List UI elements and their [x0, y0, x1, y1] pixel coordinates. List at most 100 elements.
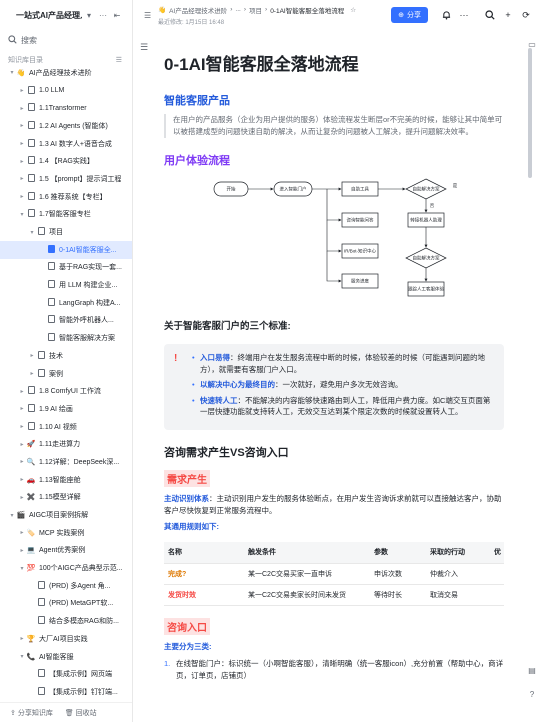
- chevron-right-icon[interactable]: ▸: [20, 530, 24, 537]
- chevron-right-icon[interactable]: ▸: [20, 477, 24, 484]
- chevron-right-icon[interactable]: ▸: [20, 158, 24, 165]
- chevron-right-icon[interactable]: ▸: [20, 194, 24, 201]
- plus-icon[interactable]: +: [505, 10, 511, 20]
- sidebar-item[interactable]: ▸1.1Transformer: [0, 99, 132, 117]
- trash-button[interactable]: 🗑 回收站: [64, 709, 97, 717]
- sidebar-item-label: 技术: [49, 352, 63, 360]
- chevron-right-icon[interactable]: ▸: [20, 388, 24, 395]
- chevron-right-icon[interactable]: ▸: [30, 371, 34, 378]
- help-icon[interactable]: ?: [529, 689, 535, 699]
- sidebar-item[interactable]: ▸🚀1.11走进算力: [0, 435, 132, 453]
- sidebar-item[interactable]: ▸1.5 【prompt】提示词工程: [0, 170, 132, 188]
- sidebar-item[interactable]: 0-1AI智能客服全...: [0, 240, 132, 259]
- chevron-down-icon[interactable]: ▾: [10, 512, 14, 519]
- sidebar-item[interactable]: ▸🏷️MCP 实践案例: [0, 524, 132, 542]
- sidebar-item-label: 1.2 AI Agents (智能体): [39, 122, 108, 130]
- search-bar[interactable]: [0, 30, 132, 50]
- chevron-right-icon[interactable]: ▸: [20, 105, 24, 112]
- crumb-current[interactable]: 0-1AI智能客服全落地流程: [270, 7, 345, 15]
- chevron-down-icon[interactable]: ▾: [86, 10, 91, 20]
- sidebar-item[interactable]: ▸1.3 AI 数字人+语音合成: [0, 135, 132, 153]
- sidebar-item[interactable]: ▸案例: [0, 365, 132, 383]
- flow-label-yes: 是: [453, 183, 458, 189]
- sidebar-item[interactable]: LangGraph 构建A...: [0, 294, 132, 312]
- more-icon[interactable]: ···: [99, 10, 107, 20]
- sidebar-item[interactable]: ▸🔍1.12详解：DeepSeek深...: [0, 453, 132, 471]
- sidebar-item[interactable]: ▸ 技术: [0, 347, 132, 365]
- chevron-right-icon[interactable]: ▸: [20, 141, 24, 148]
- chevron-right-icon[interactable]: ▸: [20, 636, 24, 643]
- chevron-right-icon[interactable]: ▸: [20, 424, 24, 431]
- sidebar-item-label: 智能客服解决方案: [59, 335, 115, 343]
- directory-tree: ▾👋AI产品经理技术进阶▸1.0 LLM▸1.1Transformer▸1.2 …: [0, 64, 132, 702]
- collapse-sidebar-icon[interactable]: ⇤: [113, 10, 121, 20]
- sidebar-item[interactable]: 基于RAG实现一套...: [0, 259, 132, 277]
- search-input[interactable]: [21, 35, 111, 45]
- chevron-right-icon[interactable]: ▸: [20, 88, 24, 95]
- sidebar-item[interactable]: ▸1.8 ComfyUI 工作流: [0, 382, 132, 400]
- sidebar-item-label: 1.9 AI 绘画: [39, 405, 73, 413]
- more-icon[interactable]: ···: [459, 10, 469, 20]
- share-button[interactable]: ⊕ 分享: [391, 7, 428, 23]
- chevron-right-icon[interactable]: ▸: [20, 176, 24, 183]
- flow-label-human: 跟踪人工客服体验: [408, 286, 444, 293]
- entry-subheading: 主要分为三类:: [164, 642, 212, 651]
- sidebar-item[interactable]: ▾📞AI智能客服: [0, 648, 132, 666]
- chevron-down-icon[interactable]: ▾: [20, 565, 24, 572]
- sidebar-item[interactable]: ▸1.6 推荐系统【专栏】: [0, 188, 132, 206]
- search-icon[interactable]: [482, 7, 498, 23]
- chevron-right-icon[interactable]: ▸: [30, 353, 34, 360]
- sidebar-item-label: 100个AIGC产品典型示范...: [39, 565, 123, 573]
- chevron-down-icon[interactable]: ▾: [20, 211, 24, 218]
- outline-icon[interactable]: ☰: [140, 42, 149, 52]
- sidebar-item[interactable]: ▾💯100个AIGC产品典型示范...: [0, 559, 132, 577]
- chevron-right-icon[interactable]: ▸: [20, 123, 24, 130]
- sidebar-item[interactable]: 用 LLM 构建企业...: [0, 276, 132, 294]
- sidebar-item[interactable]: (PRD) MetaGPT软...: [0, 595, 132, 613]
- star-icon[interactable]: ☆: [350, 6, 357, 14]
- sync-icon[interactable]: ⟳: [522, 9, 530, 20]
- sidebar-item[interactable]: 结合多模态RAG和防...: [0, 612, 132, 630]
- sidebar-item[interactable]: 智能外呼机器人...: [0, 312, 132, 330]
- sidebar-item[interactable]: 【集成示例】钉钉端...: [0, 683, 132, 701]
- bell-icon[interactable]: [438, 7, 454, 23]
- share-wiki-button[interactable]: ⇪ 分享知识库: [10, 709, 53, 717]
- sidebar-item[interactable]: ▸1.0 LLM: [0, 82, 132, 100]
- sidebar-item[interactable]: ▸ 1.2 AI Agents (智能体): [0, 117, 132, 135]
- scrollbar[interactable]: [528, 48, 532, 178]
- sidebar-item[interactable]: ▸💻Agent优秀案例: [0, 542, 132, 560]
- chevron-right-icon[interactable]: ▸: [20, 441, 24, 448]
- tree-options-icon[interactable]: ☰: [115, 57, 122, 64]
- user-flow-diagram[interactable]: 开始 进入智能门户 自助工具 自助解决方案 是 否 咨询智能问答 转接机器人助理…: [164, 178, 504, 306]
- note-icon[interactable]: ▤: [528, 665, 536, 675]
- sidebar-item[interactable]: ▾👋AI产品经理技术进阶: [0, 64, 132, 82]
- sidebar-item[interactable]: ▾🎬AIGC项目案例拆解: [0, 506, 132, 524]
- sidebar-item[interactable]: ▾1.7智能客服专栏: [0, 206, 132, 224]
- crumb-project[interactable]: 项目: [249, 7, 263, 15]
- sidebar-item[interactable]: ▸1.4 【RAG实践】: [0, 152, 132, 170]
- menu-icon[interactable]: ☰: [144, 10, 152, 20]
- sidebar-item[interactable]: ▸1.10 AI 视频: [0, 418, 132, 436]
- chevron-down-icon[interactable]: ▾: [30, 229, 34, 236]
- document-icon: [36, 350, 46, 361]
- sidebar-item[interactable]: 【集成示例】网页端: [0, 665, 132, 683]
- crumb-ellipsis[interactable]: ...: [235, 6, 241, 13]
- chevron-down-icon[interactable]: ▾: [20, 654, 24, 661]
- chevron-right-icon[interactable]: ▸: [20, 459, 24, 466]
- emoji-icon: 🚗: [26, 476, 36, 484]
- crumb-root[interactable]: AI产品经理技术进阶: [169, 7, 228, 15]
- chevron-right-icon[interactable]: ▸: [20, 547, 24, 554]
- comment-icon[interactable]: ▭: [528, 39, 536, 49]
- sidebar-item[interactable]: ▾项目: [0, 223, 132, 241]
- sidebar-item[interactable]: ▸🏆大厂AI项目实践: [0, 630, 132, 648]
- wiki-title[interactable]: 一站式AI产品经理入门...: [16, 10, 82, 20]
- directory-section-header: 知识库目录 ☰: [0, 50, 132, 70]
- sidebar-item[interactable]: ▸✖️1.15模型详解: [0, 489, 132, 507]
- chevron-down-icon[interactable]: ▾: [10, 70, 14, 77]
- sidebar-item[interactable]: (PRD) 多Agent 角...: [0, 577, 132, 595]
- chevron-right-icon[interactable]: ▸: [20, 494, 24, 501]
- chevron-right-icon[interactable]: ▸: [20, 406, 24, 413]
- sidebar-item[interactable]: ▸ 1.9 AI 绘画: [0, 400, 132, 418]
- sidebar-item[interactable]: ▸🚗1.13智能座舱: [0, 471, 132, 489]
- sidebar-item[interactable]: 智能客服解决方案: [0, 329, 132, 347]
